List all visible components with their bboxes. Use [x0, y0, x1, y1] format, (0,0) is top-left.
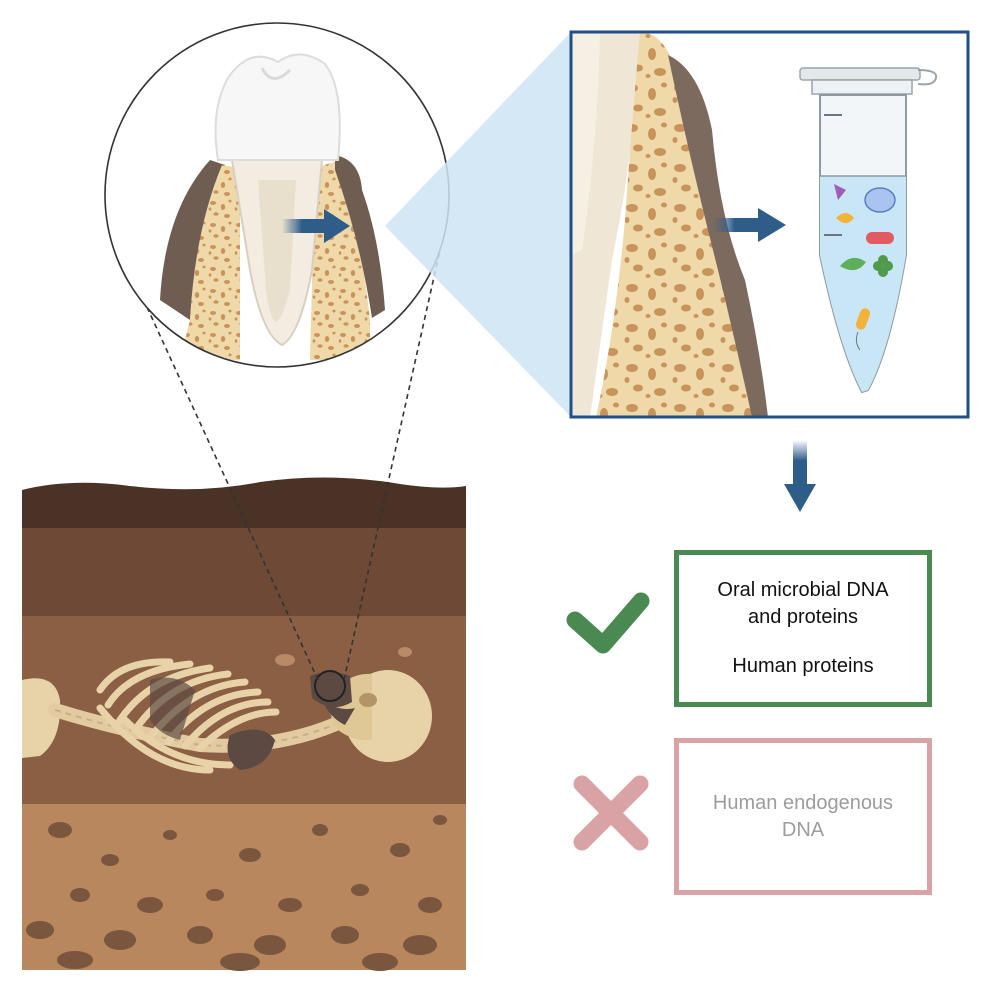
down-arrow	[784, 440, 816, 512]
shoulder-blade	[227, 729, 275, 770]
buried-skeleton	[22, 658, 432, 774]
panel-bone	[596, 32, 755, 417]
not-retained-results-box: Human endogenous DNA	[674, 738, 932, 895]
tooth-crown	[214, 53, 341, 161]
tooth-arrow-head	[324, 209, 350, 243]
skull	[310, 670, 432, 762]
jaw-bone-left	[180, 165, 240, 360]
jaw-calculus-right	[335, 155, 385, 318]
retained-line-1: Oral microbial DNA	[717, 579, 889, 601]
jaw-calculus	[160, 160, 225, 320]
tooth-arrow-shaft	[282, 219, 326, 233]
zoom-lines	[129, 249, 441, 681]
tooth-zoom-circle	[104, 22, 450, 368]
pelvis	[22, 678, 61, 758]
retained-line-3: Human proteins	[732, 655, 874, 677]
not-retained-line-2: DNA	[781, 818, 825, 841]
retained-results-box: Oral microbial DNA and proteins Human pr…	[674, 550, 932, 707]
soil-layer-2	[22, 528, 466, 618]
rib-calculus-dark	[150, 677, 195, 740]
cross-icon	[573, 775, 649, 851]
soil-pebbles	[26, 647, 447, 971]
zoom-projection	[385, 32, 571, 417]
panel-arrow-shaft	[712, 218, 762, 232]
panel-arrow-head	[758, 208, 786, 242]
soil-layer-lower	[22, 804, 466, 970]
sample-panel	[569, 30, 970, 419]
soil-cross-section	[22, 477, 466, 971]
jaw-magnify-marker	[314, 670, 346, 702]
not-retained-line-1: Human endogenous	[712, 791, 894, 814]
retained-line-2: and proteins	[747, 606, 859, 628]
panel-calculus	[668, 55, 768, 417]
checkmark-icon	[566, 592, 650, 654]
